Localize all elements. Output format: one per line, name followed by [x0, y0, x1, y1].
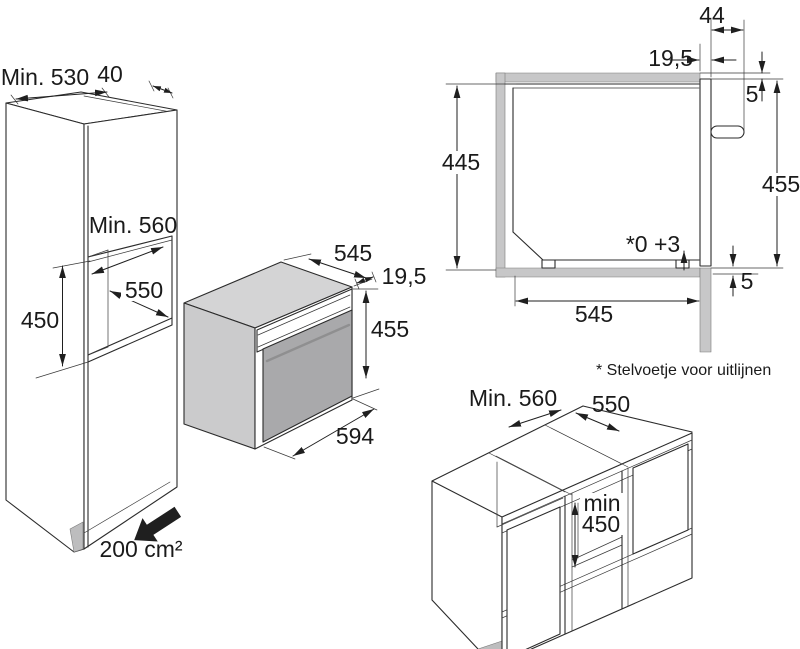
- dim-section-front-height-label: 455: [762, 171, 800, 197]
- dim-section-overhang-label: 19,5: [648, 45, 693, 71]
- tall-cabinet-front-face: [83, 109, 178, 550]
- dim-section-foot-adjust-label: *0 +3: [626, 231, 680, 257]
- section-bottom-wall: [495, 267, 701, 278]
- oven-diagram: 545 19,5 455 594: [183, 240, 427, 460]
- dim-base-niche-height: min 450: [571, 490, 625, 568]
- dim-base-niche-width-label: 550: [592, 391, 630, 417]
- dim-section-gap-top-label: 5: [746, 81, 759, 107]
- dim-oven-height: 455: [352, 288, 409, 399]
- ventilation-callout: 200 cm²: [99, 506, 183, 562]
- dim-section-front-height: 455: [710, 80, 800, 269]
- tall-cabinet-plinth: [69, 521, 84, 553]
- dim-section-inner-height-label: 445: [442, 149, 480, 175]
- dim-section-foot-adjust: *0 +3: [626, 231, 688, 271]
- dim-section-inner-height: 445: [441, 83, 517, 271]
- dim-niche-depth-label: Min. 560: [89, 212, 177, 238]
- oven-side-face: [183, 302, 256, 450]
- ventilation-arrow-icon: [134, 506, 182, 542]
- oven-door: [262, 309, 353, 443]
- dim-tall-depth-label: Min. 530: [1, 64, 89, 90]
- dim-niche-height: 450: [21, 260, 91, 379]
- dim-section-gap-bottom-label: 5: [741, 268, 754, 294]
- dim-section-depth: 545: [514, 275, 700, 327]
- dim-base-niche-depth-label: Min. 560: [469, 385, 557, 411]
- dim-tall-rear-gap-label: 40: [97, 61, 123, 87]
- section-oven-front-frame: [699, 78, 712, 267]
- base-cabinet-plinth: [477, 640, 503, 649]
- dim-base-niche-depth: Min. 560: [469, 385, 562, 428]
- dim-niche-depth: Min. 560: [89, 212, 177, 275]
- dim-oven-overhang: 19,5: [354, 263, 427, 290]
- dim-base-niche-height-prefix: min: [583, 490, 620, 516]
- section-footnote: * Stelvoetje voor uitlijnen: [596, 362, 771, 379]
- base-cabinet-body: [431, 405, 693, 649]
- base-cabinet-diagram: Min. 560 550 min 450: [431, 385, 693, 649]
- dim-section-handle-depth: 44: [699, 2, 745, 132]
- dim-oven-overhang-label: 19,5: [382, 263, 427, 289]
- niche-cross-section-diagram: 445 44 19,5 5 455 *0 +: [441, 2, 800, 379]
- dim-section-depth-label: 545: [575, 301, 613, 327]
- dim-section-handle-depth-label: 44: [699, 2, 725, 28]
- dim-section-gap-top: 5: [699, 51, 784, 107]
- dim-base-niche-height-value: 450: [582, 511, 620, 537]
- oven-door-handle-shadow: [265, 323, 351, 363]
- section-oven-foot-left: [541, 259, 556, 269]
- section-oven-handle: [710, 125, 745, 139]
- dim-section-gap-bottom: 5: [712, 245, 759, 297]
- section-oven: [504, 78, 745, 269]
- section-oven-foot-right: [675, 259, 690, 269]
- dim-tall-rear-gap: 40: [97, 61, 174, 99]
- section-top-wall: [495, 72, 701, 83]
- dim-section-overhang: 19,5: [648, 43, 737, 72]
- section-cabinet-walls: [495, 72, 712, 353]
- vent-area-label: 200 cm²: [99, 536, 182, 562]
- dim-oven-width-label: 594: [336, 423, 375, 449]
- base-cabinet-left-door: [506, 506, 561, 649]
- tall-cabinet-body: [5, 91, 178, 553]
- base-cabinet-side-panel: [431, 480, 503, 649]
- dim-base-niche-width: 550: [575, 391, 630, 432]
- dim-oven-depth: 545: [283, 240, 373, 287]
- section-back-wall: [495, 72, 506, 278]
- base-cabinet-right-door: [632, 443, 689, 555]
- tall-cabinet-diagram: Min. 530 40 Min. 560 550 450 200 c: [1, 61, 183, 562]
- oven-body: [183, 261, 353, 450]
- dim-oven-height-label: 455: [371, 316, 409, 342]
- dim-niche-height-label: 450: [21, 307, 59, 333]
- dim-oven-width: 594: [263, 398, 378, 460]
- section-front-panel-below: [699, 267, 712, 353]
- dim-tall-depth: Min. 530: [1, 64, 110, 105]
- dim-niche-width: 550: [109, 277, 169, 318]
- dim-niche-width-label: 550: [125, 277, 163, 303]
- dim-oven-depth-label: 545: [334, 240, 372, 266]
